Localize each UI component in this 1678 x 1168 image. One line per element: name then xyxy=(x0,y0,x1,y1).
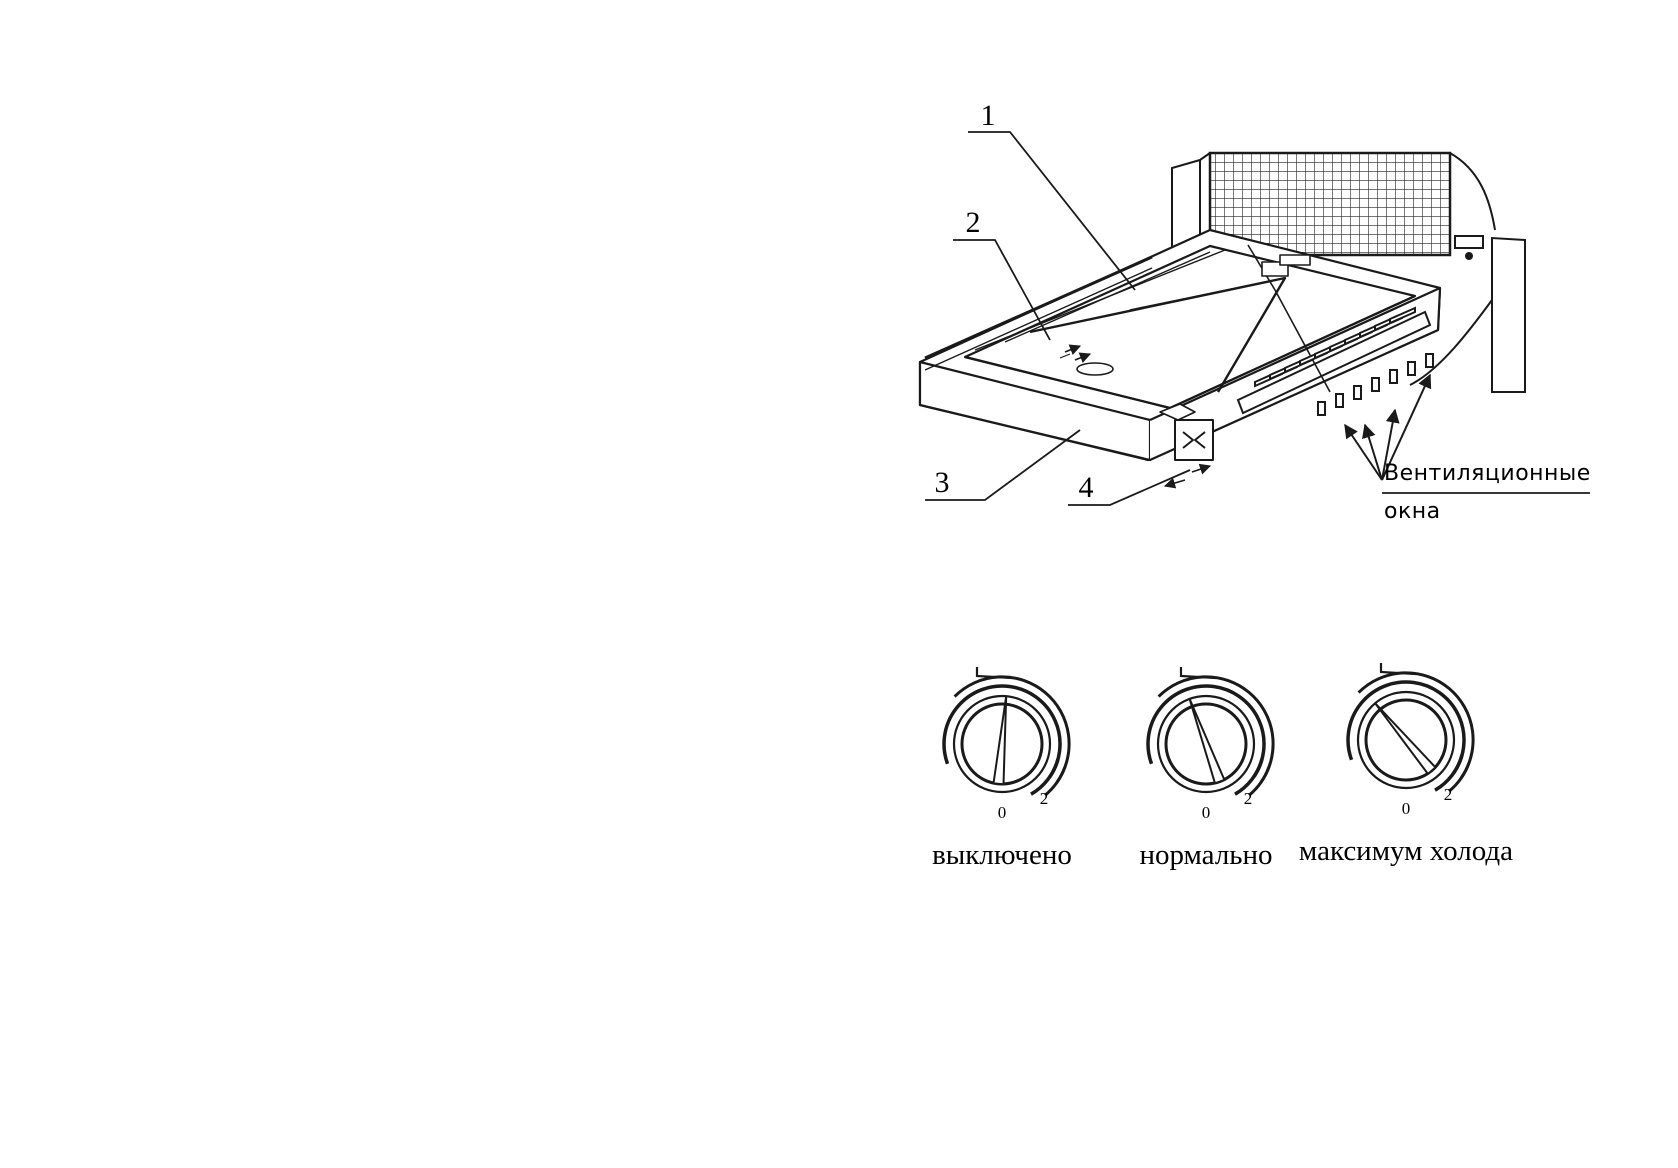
dial-caption: нормально xyxy=(1139,839,1272,871)
dial-scale-arc-low-outer xyxy=(1449,763,1469,791)
dial-knob-outer xyxy=(1158,696,1254,792)
callout-leader-4 xyxy=(1068,470,1190,505)
dial-mark-2: 2 xyxy=(1040,789,1049,808)
callout-1-label: 1 xyxy=(981,99,996,132)
vent-window xyxy=(1372,378,1379,391)
callout-leader-2 xyxy=(953,240,1050,340)
dial-scale-arc-low-outer xyxy=(1045,767,1065,795)
dial-pointer xyxy=(1375,703,1435,774)
dial-scale-arc-low xyxy=(1235,759,1262,794)
vent-window xyxy=(1390,370,1397,383)
dial-scale-arc-outer xyxy=(1359,673,1473,779)
dial-stop-mark xyxy=(1181,667,1216,678)
dial-scale-arc xyxy=(1148,686,1264,777)
dial-mark-2: 2 xyxy=(1444,785,1453,804)
dial-knob-outer xyxy=(954,696,1050,792)
dial-scale-arc-low-outer xyxy=(1249,767,1269,795)
thermostat-dials: 0 2 выключено 0 2 нормально 0 2 максимум холода xyxy=(932,663,1513,871)
callout-leader-3 xyxy=(925,430,1080,500)
dial-pointer xyxy=(994,696,1007,784)
drain-hole xyxy=(1077,363,1113,375)
dial-1: 0 2 выключено xyxy=(932,667,1072,871)
dial-2: 0 2 нормально xyxy=(1139,667,1273,871)
dial-pointer xyxy=(1190,699,1225,783)
dial-caption: выключено xyxy=(932,839,1072,871)
control-slot xyxy=(1455,236,1483,248)
callout-leader-1 xyxy=(968,132,1135,290)
vent-window xyxy=(1354,386,1361,399)
dial-scale-arc-low xyxy=(1435,755,1462,790)
vent-window xyxy=(1426,354,1433,367)
dial-scale-arc-low xyxy=(1031,759,1058,794)
dial-scale-arc xyxy=(944,686,1060,777)
dial-mark-0: 0 xyxy=(998,803,1007,822)
dial-scale-arc-outer xyxy=(1159,677,1273,783)
dial-mark-0: 0 xyxy=(1402,799,1411,818)
mesh-grille xyxy=(1210,153,1450,255)
vent-window xyxy=(1408,362,1415,375)
vent-window xyxy=(1318,402,1325,415)
dial-scale-arc-outer xyxy=(955,677,1069,783)
vent-label-line1: Вентиляционные xyxy=(1384,461,1591,486)
dial-knob-inner xyxy=(1166,704,1246,784)
dial-stop-mark xyxy=(977,667,1012,678)
right-side-wall xyxy=(1492,238,1525,392)
back-wall xyxy=(1172,153,1525,392)
callout-3-label: 3 xyxy=(935,466,950,499)
dial-3: 0 2 максимум холода xyxy=(1299,663,1513,867)
dial-knob-inner xyxy=(1366,700,1446,780)
ventilation-windows xyxy=(1238,308,1433,415)
callout-4-label: 4 xyxy=(1079,471,1094,504)
dial-stop-mark xyxy=(1381,663,1416,674)
dial-mark-2: 2 xyxy=(1244,789,1253,808)
vent-leaders xyxy=(1345,373,1590,493)
dial-scale-arc xyxy=(1348,682,1464,773)
vent-window xyxy=(1336,394,1343,407)
dial-knob-outer xyxy=(1358,692,1454,788)
dial-mark-0: 0 xyxy=(1202,803,1211,822)
vent-label-line2: окна xyxy=(1384,499,1441,524)
dial-caption: максимум холода xyxy=(1299,835,1513,867)
callout-leaders xyxy=(925,132,1190,505)
callout-2-label: 2 xyxy=(966,206,981,239)
